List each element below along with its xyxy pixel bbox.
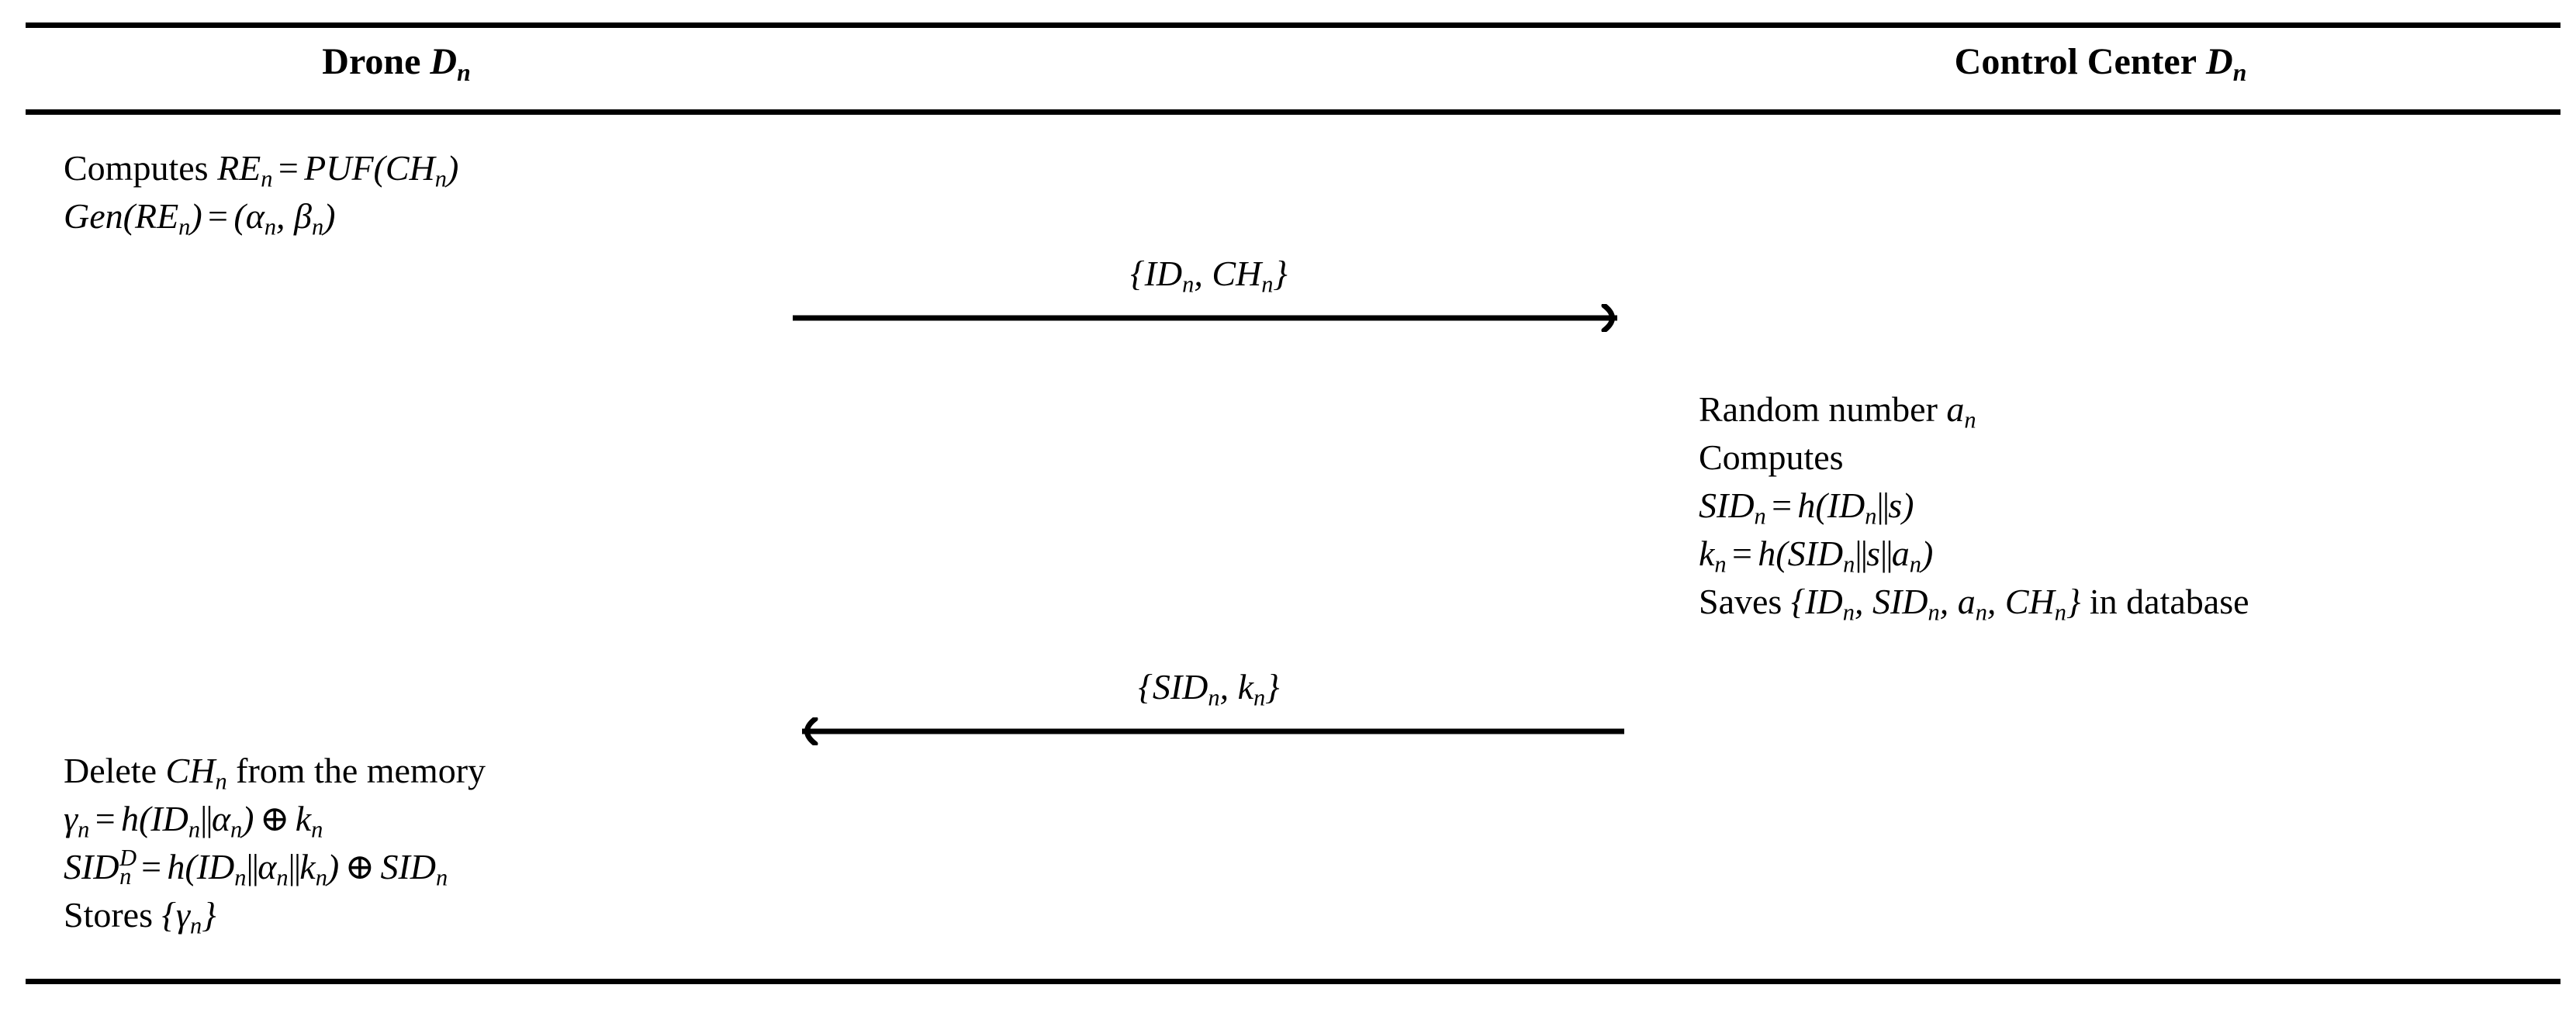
message-2-label: {SIDn, kn} [1138, 667, 1280, 711]
control-center-line-2: Computes [1699, 437, 1844, 477]
control-center-step-block: Random number an Computes SIDn=h(IDn||s)… [1699, 385, 2249, 626]
message-1-label: {IDn, CHn} [1130, 254, 1288, 298]
header-separator-rule [26, 109, 2560, 115]
control-center-line-4: kn=h(SIDn||s||an) [1699, 534, 1934, 578]
control-center-line-1: Random number an [1699, 389, 1976, 434]
drone-step-2-block: Delete CHn from the memory γn=h(IDn||αn)… [64, 747, 486, 939]
drone-step-1-line-2: Gen(REn)=(αn, βn) [64, 196, 336, 240]
message-1-arrow-right-icon [793, 304, 1617, 332]
drone-step-2-line-4: Stores {γn} [64, 895, 216, 939]
control-center-line-3: SIDn=h(IDn||s) [1699, 485, 1914, 530]
column-header-control-center-entity-sub: n [2232, 58, 2247, 86]
column-header-control-center: Control Center Dn [1625, 43, 2576, 85]
column-header-drone-name: Drone [322, 41, 421, 82]
table-top-rule [26, 22, 2560, 28]
drone-step-1-line-1: Computes REn=PUF(CHn) [64, 148, 459, 192]
control-center-line-5: Saves {IDn, SIDn, an, CHn} in database [1699, 582, 2249, 626]
drone-step-2-line-1: Delete CHn from the memory [64, 751, 486, 795]
drone-step-2-line-2: γn=h(IDn||αn)⊕kn [64, 799, 323, 843]
column-header-drone-entity: D [430, 41, 458, 82]
column-header-control-center-name: Control Center [1954, 41, 2197, 82]
column-header-control-center-entity: D [2206, 41, 2233, 82]
table-bottom-rule [26, 979, 2560, 984]
drone-step-1-block: Computes REn=PUF(CHn) Gen(REn)=(αn, βn) [64, 144, 458, 240]
column-header-drone-entity-sub: n [457, 58, 471, 86]
message-2-arrow-left-icon [802, 717, 1624, 745]
column-header-drone: Drone Dn [0, 43, 793, 85]
